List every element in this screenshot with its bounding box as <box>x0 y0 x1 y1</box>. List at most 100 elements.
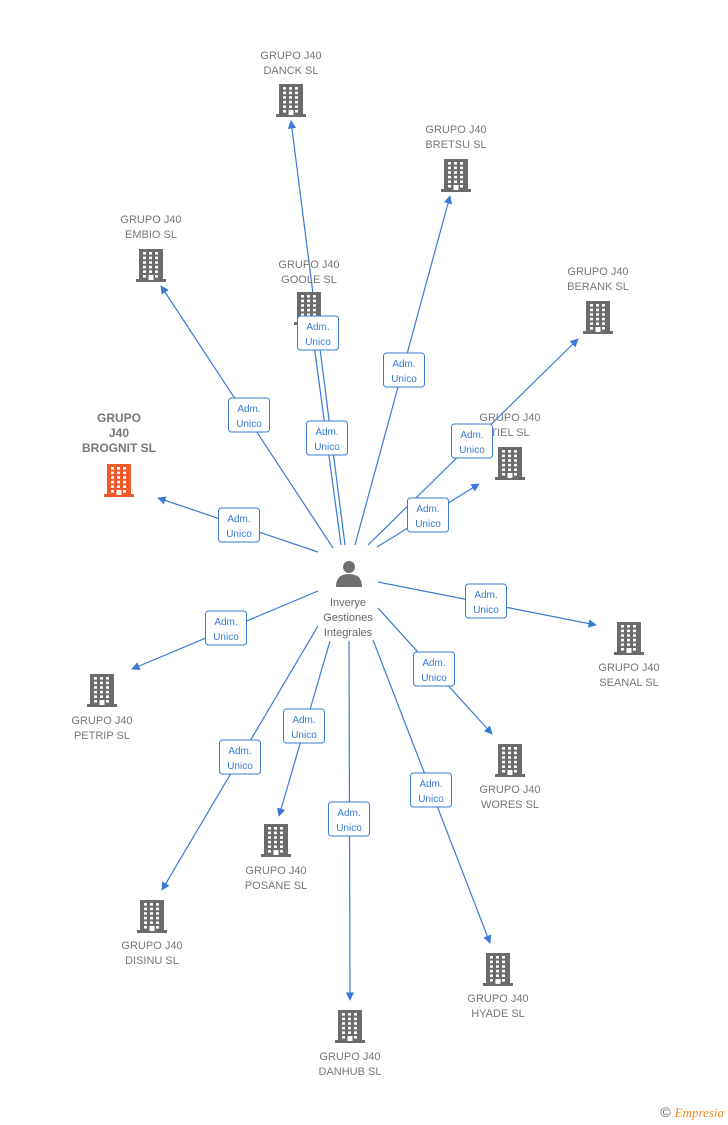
building-icon <box>335 1010 365 1043</box>
copyright-symbol: © <box>660 1104 671 1120</box>
edge-label-text: Adm. <box>474 590 497 601</box>
company-label[interactable]: DANHUB SL <box>319 1066 382 1078</box>
edge-label-text: Unico <box>418 794 444 805</box>
edge-label-text: Unico <box>213 632 239 643</box>
edge-label-seanal: Adm. Unico <box>465 583 507 619</box>
edge-label-text: Adm. <box>306 322 329 333</box>
edge-label-text: Unico <box>314 442 340 453</box>
company-label[interactable]: POSANE SL <box>245 880 307 892</box>
company-label[interactable]: GRUPO J40 <box>467 993 528 1005</box>
edge-label-tiel: Adm. Unico <box>407 497 449 533</box>
edge-label-text: Unico <box>305 337 331 348</box>
company-label[interactable]: GOOLE SL <box>281 274 337 286</box>
edge-label-brognit: Adm. Unico <box>218 507 260 543</box>
company-label[interactable]: DANCK SL <box>263 65 318 77</box>
building-icon <box>104 464 134 497</box>
company-label[interactable]: WORES SL <box>481 799 539 811</box>
company-label[interactable]: GRUPO J40 <box>598 662 659 674</box>
company-label[interactable]: SEANAL SL <box>599 677 659 689</box>
edge-label-hyade: Adm. Unico <box>410 772 452 808</box>
edge-label-text: Unico <box>226 529 252 540</box>
edge-label-text: Adm. <box>237 404 260 415</box>
company-label[interactable]: GRUPO J40 <box>479 784 540 796</box>
building-icon <box>136 249 166 282</box>
building-icon <box>276 84 306 117</box>
edge-label-danhub: Adm. Unico <box>328 801 370 837</box>
edge-label-text: Adm. <box>292 715 315 726</box>
company-label[interactable]: GRUPO J40 <box>278 259 339 271</box>
company-label[interactable]: GRUPO J40 <box>425 124 486 136</box>
building-icon <box>87 674 117 707</box>
edge-label-text: Adm. <box>337 808 360 819</box>
building-icon <box>441 159 471 192</box>
building-icon <box>495 447 525 480</box>
building-icon <box>614 622 644 655</box>
building-icon <box>137 900 167 933</box>
edge-label-danck: Adm. Unico <box>306 420 348 456</box>
edge-label-text: Adm. <box>419 779 442 790</box>
edge-label-text: Unico <box>473 605 499 616</box>
edge-label-goole: Adm. Unico <box>297 315 339 351</box>
company-label[interactable]: GRUPO J40 <box>567 266 628 278</box>
edge-label-text: Unico <box>336 823 362 834</box>
edge-label-text: Unico <box>421 673 447 684</box>
company-label[interactable]: GRUPO J40 <box>319 1051 380 1063</box>
person-name-label: Integrales <box>324 627 373 639</box>
edge-label-text: Adm. <box>392 359 415 370</box>
company-label[interactable]: GRUPO J40 <box>260 50 321 62</box>
edge-label-text: Adm. <box>228 746 251 757</box>
edge-label-petrip: Adm. Unico <box>205 610 247 646</box>
company-label[interactable]: GRUPO J40 <box>245 865 306 877</box>
company-label[interactable]: TIEL SL <box>490 427 529 439</box>
company-label[interactable]: GRUPO J40 <box>121 940 182 952</box>
edge-label-embio: Adm. Unico <box>228 397 270 433</box>
building-icon <box>583 301 613 334</box>
company-label[interactable]: PETRIP SL <box>74 730 130 742</box>
person-name-label: Gestiones <box>323 612 373 624</box>
company-label[interactable]: J40 <box>109 426 129 440</box>
company-label[interactable]: EMBIO SL <box>125 229 177 241</box>
company-label[interactable]: GRUPO <box>97 411 141 425</box>
company-label[interactable]: BROGNIT SL <box>82 441 156 455</box>
building-icon <box>261 824 291 857</box>
edge-label-text: Adm. <box>416 504 439 515</box>
person-icon <box>336 561 362 587</box>
edge-label-text: Adm. <box>422 658 445 669</box>
edge-label-disinu: Adm.Unico <box>219 739 261 775</box>
company-label[interactable]: GRUPO J40 <box>479 412 540 424</box>
company-label[interactable]: GRUPO J40 <box>71 715 132 727</box>
edge-label-text: Adm. <box>214 617 237 628</box>
company-label[interactable]: GRUPO J40 <box>120 214 181 226</box>
person-name-label: Inverye <box>330 597 366 609</box>
edge-label-text: Unico <box>291 730 317 741</box>
building-icon <box>483 953 513 986</box>
edge-label-text: Adm. <box>227 514 250 525</box>
brand-logo[interactable]: Empresia <box>674 1105 724 1120</box>
footer-credit: ©Empresia <box>660 1104 724 1121</box>
edge-label-text: Unico <box>415 519 441 530</box>
company-label[interactable]: BRETSU SL <box>425 139 486 151</box>
edge-label-wores: Adm. Unico <box>413 651 455 687</box>
company-label[interactable]: BERANK SL <box>567 281 629 293</box>
edge-label-text: Adm. <box>315 427 338 438</box>
company-label[interactable]: DISINU SL <box>125 955 179 967</box>
edge-label-text: Unico <box>459 445 485 456</box>
company-label[interactable]: HYADE SL <box>471 1008 525 1020</box>
edge-label-text: Unico <box>236 419 262 430</box>
